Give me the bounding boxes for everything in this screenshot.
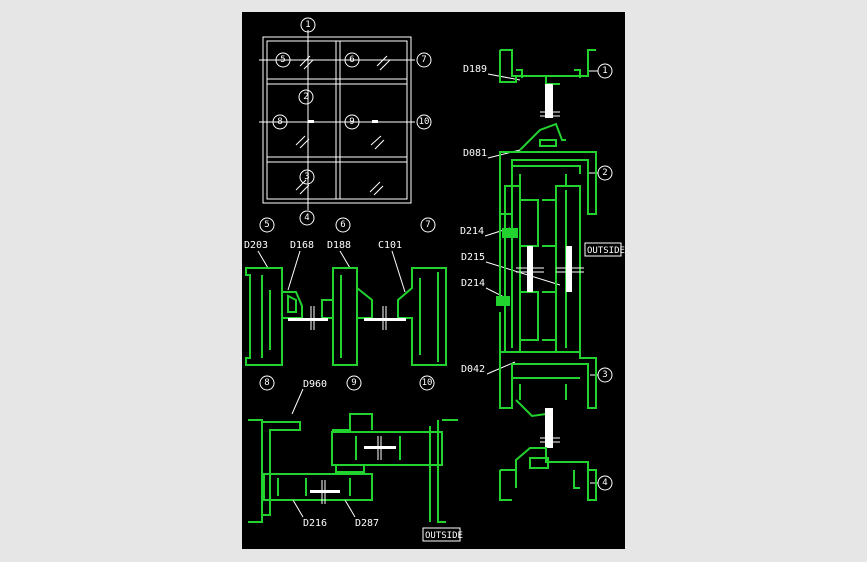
section-callout-10: 10 bbox=[419, 375, 435, 391]
svg-text:7: 7 bbox=[421, 55, 426, 65]
svg-text:1: 1 bbox=[602, 66, 607, 76]
section-callout-5: 5 bbox=[259, 217, 275, 233]
right-callout-2: 2 bbox=[597, 165, 613, 181]
svg-text:4: 4 bbox=[304, 213, 309, 223]
svg-text:3: 3 bbox=[304, 172, 309, 182]
profile-section-8-10 bbox=[248, 413, 458, 523]
svg-text:3: 3 bbox=[602, 370, 607, 380]
section-callout-6: 6 bbox=[335, 217, 351, 233]
label-d203: D203 bbox=[244, 240, 268, 251]
svg-text:6: 6 bbox=[349, 55, 354, 65]
svg-text:6: 6 bbox=[340, 220, 345, 230]
callout-10: 10 bbox=[416, 114, 432, 130]
svg-text:9: 9 bbox=[349, 117, 354, 127]
section-callout-8: 8 bbox=[259, 375, 275, 391]
profile-section-5-7 bbox=[245, 267, 447, 366]
right-callout-1: 1 bbox=[597, 63, 613, 79]
outside-tag-right: OUTSIDE bbox=[584, 242, 625, 257]
section-callout-9: 9 bbox=[346, 375, 362, 391]
svg-text:5: 5 bbox=[280, 55, 285, 65]
svg-text:2: 2 bbox=[303, 92, 308, 102]
svg-text:OUTSIDE: OUTSIDE bbox=[587, 246, 625, 256]
callout-9: 9 bbox=[344, 114, 360, 130]
drawing-sheet bbox=[242, 12, 625, 549]
label-d042: D042 bbox=[461, 364, 485, 375]
label-d189: D189 bbox=[463, 64, 487, 75]
right-callout-3: 3 bbox=[597, 367, 613, 383]
svg-text:2: 2 bbox=[602, 168, 607, 178]
window-elevation bbox=[259, 30, 415, 210]
label-d287: D287 bbox=[355, 518, 379, 529]
callout-8: 8 bbox=[272, 114, 288, 130]
svg-text:1: 1 bbox=[305, 20, 310, 30]
svg-text:9: 9 bbox=[351, 378, 356, 388]
label-d960: D960 bbox=[303, 379, 327, 390]
right-callout-4: 4 bbox=[597, 475, 613, 491]
label-c101: C101 bbox=[378, 240, 402, 251]
callout-4: 4 bbox=[299, 210, 315, 226]
svg-text:OUTSIDE: OUTSIDE bbox=[425, 531, 463, 541]
svg-text:10: 10 bbox=[419, 117, 430, 127]
callout-6: 6 bbox=[344, 52, 360, 68]
callout-3: 3 bbox=[299, 169, 315, 185]
label-d188: D188 bbox=[327, 240, 351, 251]
label-d081: D081 bbox=[463, 148, 487, 159]
callout-1: 1 bbox=[300, 17, 316, 33]
svg-text:7: 7 bbox=[425, 220, 430, 230]
callout-7: 7 bbox=[416, 52, 432, 68]
svg-text:8: 8 bbox=[264, 378, 269, 388]
label-d214-top: D214 bbox=[460, 226, 484, 237]
svg-text:8: 8 bbox=[277, 117, 282, 127]
label-d214-bottom: D214 bbox=[461, 278, 485, 289]
label-d215: D215 bbox=[461, 252, 485, 263]
section-callout-7: 7 bbox=[420, 217, 436, 233]
callout-5: 5 bbox=[275, 52, 291, 68]
label-d168: D168 bbox=[290, 240, 314, 251]
svg-text:5: 5 bbox=[264, 220, 269, 230]
label-d216: D216 bbox=[303, 518, 327, 529]
profile-vertical-section bbox=[496, 49, 597, 501]
outside-tag-bottom: OUTSIDE bbox=[422, 527, 463, 542]
svg-text:10: 10 bbox=[422, 378, 433, 388]
svg-text:4: 4 bbox=[602, 478, 607, 488]
callout-2: 2 bbox=[298, 89, 314, 105]
